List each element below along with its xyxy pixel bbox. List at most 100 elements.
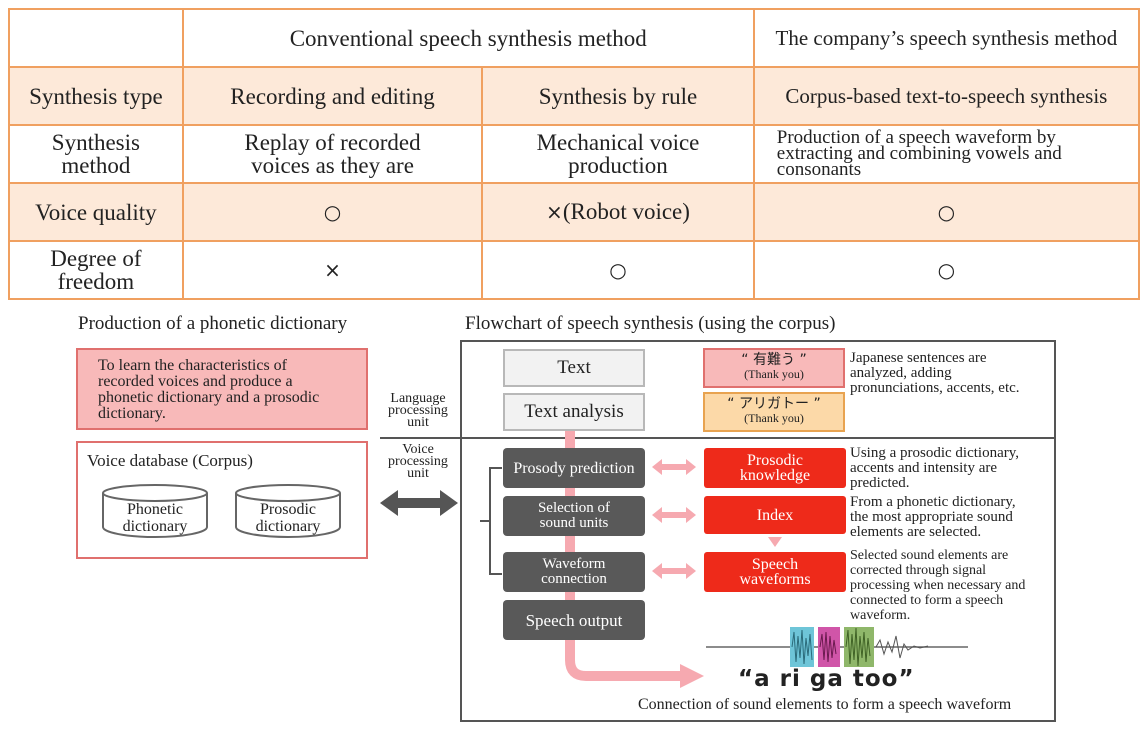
unit-divider bbox=[380, 437, 1056, 439]
step-line: connection bbox=[541, 571, 607, 587]
cyl-line: Prosodic bbox=[260, 501, 316, 518]
down-triangle-icon bbox=[768, 537, 782, 547]
prosodic-dictionary-label: Prosodic dictionary bbox=[234, 501, 342, 535]
japanese-kanji-box: “ 有難う ” (Thank you) bbox=[703, 348, 845, 388]
voice-database-box: Voice database (Corpus) Phonetic diction… bbox=[76, 441, 368, 559]
cell-voice-quality-corpus: ○ bbox=[752, 182, 1140, 242]
learn-line: recorded voices and produce a bbox=[98, 373, 293, 390]
robot-voice-text: (Robot voice) bbox=[562, 199, 690, 224]
prosody-prediction-step: Prosody prediction bbox=[503, 448, 645, 488]
note-line: pronunciations, accents, etc. bbox=[850, 380, 1020, 396]
cyl-line: dictionary bbox=[255, 518, 321, 535]
circle-mark: ○ bbox=[937, 200, 956, 224]
note-prosodic-prediction: Using a prosodic dictionary, accents and… bbox=[850, 446, 1050, 491]
note-line: the most appropriate sound bbox=[850, 509, 1013, 525]
label-line: Degree of bbox=[50, 246, 142, 271]
text-analysis-step: Text analysis bbox=[503, 393, 645, 431]
cell-corpus-based: Corpus-based text-to-speech synthesis bbox=[752, 66, 1140, 126]
cyl-line: Phonetic bbox=[127, 501, 183, 518]
label-line: Synthesis bbox=[51, 130, 140, 155]
step-line: Selection of bbox=[537, 500, 611, 516]
row-label-synthesis-type: Synthesis type bbox=[8, 66, 184, 126]
bracket-icon bbox=[480, 467, 502, 575]
unit-line: processing bbox=[388, 403, 448, 418]
cell-line: production bbox=[568, 153, 668, 178]
conventional-header: Conventional speech synthesis method bbox=[181, 8, 755, 68]
prosodic-dictionary-cylinder bbox=[235, 484, 341, 538]
flowchart-heading: Flowchart of speech synthesis (using the… bbox=[465, 313, 836, 334]
cross-mark: × bbox=[546, 200, 563, 224]
note-line: corrected through signal bbox=[850, 563, 987, 578]
flow-arrow-icon bbox=[565, 420, 704, 688]
note-line: waveform. bbox=[850, 608, 911, 623]
note-line: Selected sound elements are bbox=[850, 548, 1009, 563]
cell-recording-editing: Recording and editing bbox=[181, 66, 484, 126]
unit-line: Language bbox=[390, 391, 446, 406]
note-line: From a phonetic dictionary, bbox=[850, 494, 1016, 510]
unit-line: unit bbox=[407, 466, 429, 481]
unit-line: Voice bbox=[402, 442, 434, 457]
row-label-degree-of-freedom: Degree of freedom bbox=[8, 240, 184, 300]
cell-voice-quality-recording: ○ bbox=[181, 182, 484, 242]
comparison-table: Conventional speech synthesis method The… bbox=[8, 8, 1140, 300]
step-line: sound units bbox=[539, 515, 609, 531]
japanese-katakana-box: “ アリガトー ” (Thank you) bbox=[703, 392, 845, 432]
circle-mark: ○ bbox=[323, 200, 342, 224]
cross-mark: × bbox=[324, 258, 341, 282]
circle-mark: ○ bbox=[937, 258, 956, 282]
exchange-arrow-icon bbox=[652, 459, 696, 475]
katakana-text: “ アリガトー ” bbox=[727, 396, 821, 412]
note-line: connected to form a speech bbox=[850, 593, 1004, 608]
phonetic-dictionary-label: Phonetic dictionary bbox=[101, 501, 209, 535]
cell-production-waveform: Production of a speech waveform by extra… bbox=[752, 124, 1140, 184]
cell-line: Production of a speech waveform by bbox=[776, 127, 1056, 148]
waveform-caption: Connection of sound elements to form a s… bbox=[638, 696, 1012, 713]
voice-database-title: Voice database (Corpus) bbox=[87, 451, 253, 470]
unit-line: processing bbox=[388, 454, 448, 469]
arigato-text: “a ri ga too” bbox=[738, 666, 915, 692]
corner-cell bbox=[8, 8, 184, 68]
exchange-arrow-icon bbox=[652, 563, 696, 579]
learn-line: dictionary. bbox=[98, 405, 166, 422]
note-line: Japanese sentences are bbox=[850, 350, 987, 366]
red-line: waveforms bbox=[739, 571, 811, 588]
text-step: Text bbox=[503, 349, 645, 387]
phonetic-dictionary-cylinder bbox=[102, 484, 208, 538]
cell-voice-quality-rule: ×(Robot voice) bbox=[481, 182, 755, 242]
cell-line: voices as they are bbox=[251, 153, 414, 178]
speech-waveform-graphic bbox=[706, 627, 968, 667]
unit-line: unit bbox=[407, 415, 429, 430]
note-line: analyzed, adding bbox=[850, 365, 952, 381]
label-line: freedom bbox=[57, 269, 135, 294]
speech-output-step: Speech output bbox=[503, 600, 645, 640]
cell-replay: Replay of recorded voices as they are bbox=[181, 124, 484, 184]
step-line: Waveform bbox=[542, 556, 606, 572]
note-waveform-correction: Selected sound elements are corrected th… bbox=[850, 548, 1050, 623]
cell-line: extracting and combining vowels and bbox=[776, 143, 1062, 164]
cell-line: Mechanical voice bbox=[536, 130, 700, 155]
cell-freedom-recording: × bbox=[181, 240, 484, 300]
note-phonetic-selection: From a phonetic dictionary, the most app… bbox=[850, 495, 1050, 540]
cell-freedom-corpus: ○ bbox=[752, 240, 1140, 300]
language-processing-unit-label: Language processing unit bbox=[378, 391, 458, 430]
learn-line: To learn the characteristics of bbox=[98, 357, 288, 374]
note-line: accents and intensity are bbox=[850, 460, 998, 476]
row-label-voice-quality: Voice quality bbox=[8, 182, 184, 242]
cell-synthesis-by-rule: Synthesis by rule bbox=[481, 66, 755, 126]
cell-line: Replay of recorded bbox=[244, 130, 421, 155]
thank-you-label: (Thank you) bbox=[744, 411, 804, 425]
exchange-arrow-icon bbox=[652, 507, 696, 523]
company-header: The company’s speech synthesis method bbox=[752, 8, 1140, 68]
learn-line: phonetic dictionary and a prosodic bbox=[98, 389, 320, 406]
note-line: predicted. bbox=[850, 475, 910, 491]
index-box: Index bbox=[704, 496, 846, 534]
note-line: Using a prosodic dictionary, bbox=[850, 445, 1019, 461]
cyl-line: dictionary bbox=[122, 518, 188, 535]
phonetic-dictionary-heading: Production of a phonetic dictionary bbox=[78, 313, 348, 334]
row-label-synthesis-method: Synthesis method bbox=[8, 124, 184, 184]
note-japanese-analysis: Japanese sentences are analyzed, adding … bbox=[850, 351, 1050, 396]
red-line: Prosodic bbox=[746, 452, 803, 469]
